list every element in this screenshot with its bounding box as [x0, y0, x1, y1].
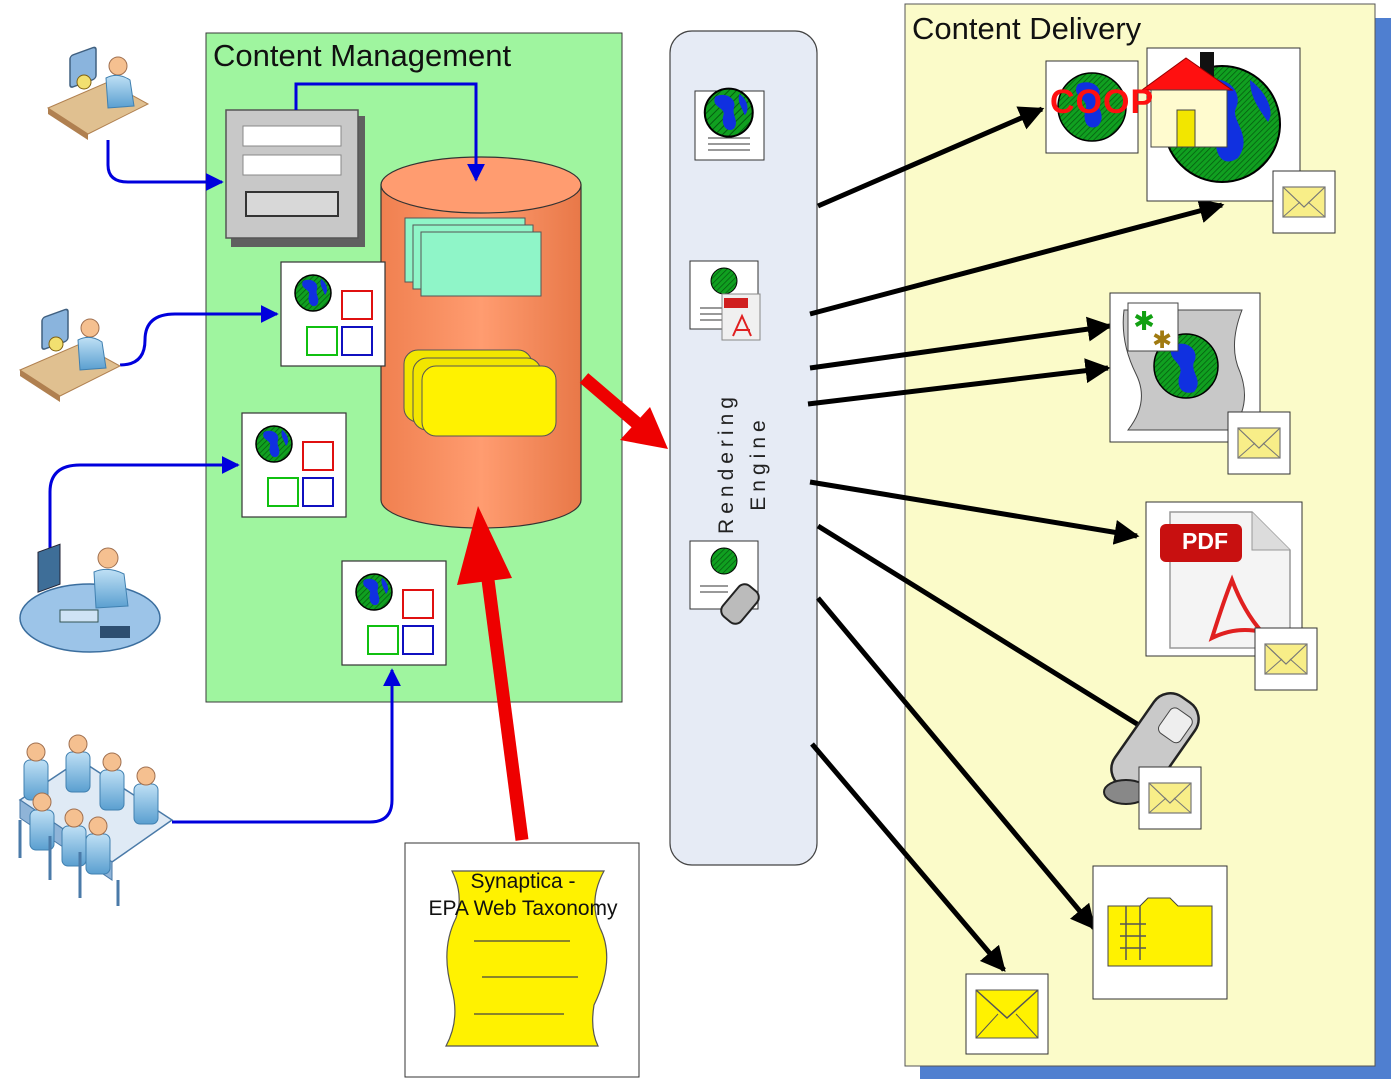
house-icon [1140, 52, 1234, 148]
connector-group-to-page [172, 668, 401, 824]
rendering-engine-line-2: Engine [747, 415, 770, 511]
envelope-icon [1227, 411, 1291, 475]
arrow-engine-to-email [810, 742, 1006, 972]
pdf-label: PDF [1182, 528, 1228, 554]
rendering-engine-line-1: Rendering [715, 392, 738, 534]
arrow-repository-to-engine [579, 373, 645, 431]
content-page-icon [281, 262, 385, 366]
taxonomy-line-2: EPA Web Taxonomy [428, 897, 618, 920]
meeting-group-icon [18, 734, 174, 906]
arrow-engine-to-folder [816, 596, 1096, 930]
rendering-engine-label: Rendering Engine [711, 378, 775, 548]
envelope-icon [1138, 766, 1202, 830]
author-workstation-icon [19, 307, 121, 403]
arrow-engine-to-pdf [809, 479, 1140, 545]
connector-author1-to-form [106, 140, 224, 191]
arrow-engine-to-mobile [816, 523, 1169, 745]
connector-author3-to-page [48, 456, 240, 556]
arrow-engine-to-portal-1 [809, 316, 1113, 371]
arrow-engine-to-website [809, 198, 1225, 317]
content-page-icon [242, 413, 346, 517]
web-form-icon [225, 109, 365, 247]
envelope-icon [1254, 627, 1318, 691]
folder-icon [1092, 865, 1228, 1000]
pdf-document-icon [689, 260, 761, 341]
connector-form-to-repository [294, 82, 485, 182]
taxonomy-label: Synaptica - EPA Web Taxonomy [405, 868, 641, 922]
content-delivery-title: Content Delivery [912, 11, 1142, 46]
taxonomy-line-1: Synaptica - [470, 870, 576, 893]
svg-text:✱: ✱ [1152, 326, 1172, 354]
envelope-icon [1272, 170, 1336, 234]
taxonomy-scroll-icon [444, 870, 608, 1047]
arrow-engine-to-coop [817, 106, 1045, 209]
coop-icon [1045, 60, 1139, 154]
connector-author2-to-page [119, 305, 279, 367]
svg-text:✱: ✱ [1133, 307, 1155, 337]
arrow-engine-to-portal-2 [807, 358, 1111, 407]
document-icon [694, 87, 765, 161]
mobile-phone-icon [1103, 692, 1200, 805]
author-workstation-icon [47, 45, 149, 141]
content-management-title: Content Management [213, 38, 512, 73]
content-page-icon [342, 561, 446, 665]
coop-label: COOP [1050, 83, 1155, 121]
content-repository-icon [380, 156, 582, 529]
mobile-document-icon [689, 540, 760, 625]
rendering-engine-panel [669, 30, 818, 866]
author-desktop-icon [19, 543, 161, 653]
arrow-taxonomy-to-repository [481, 579, 529, 841]
email-icon [965, 973, 1049, 1055]
